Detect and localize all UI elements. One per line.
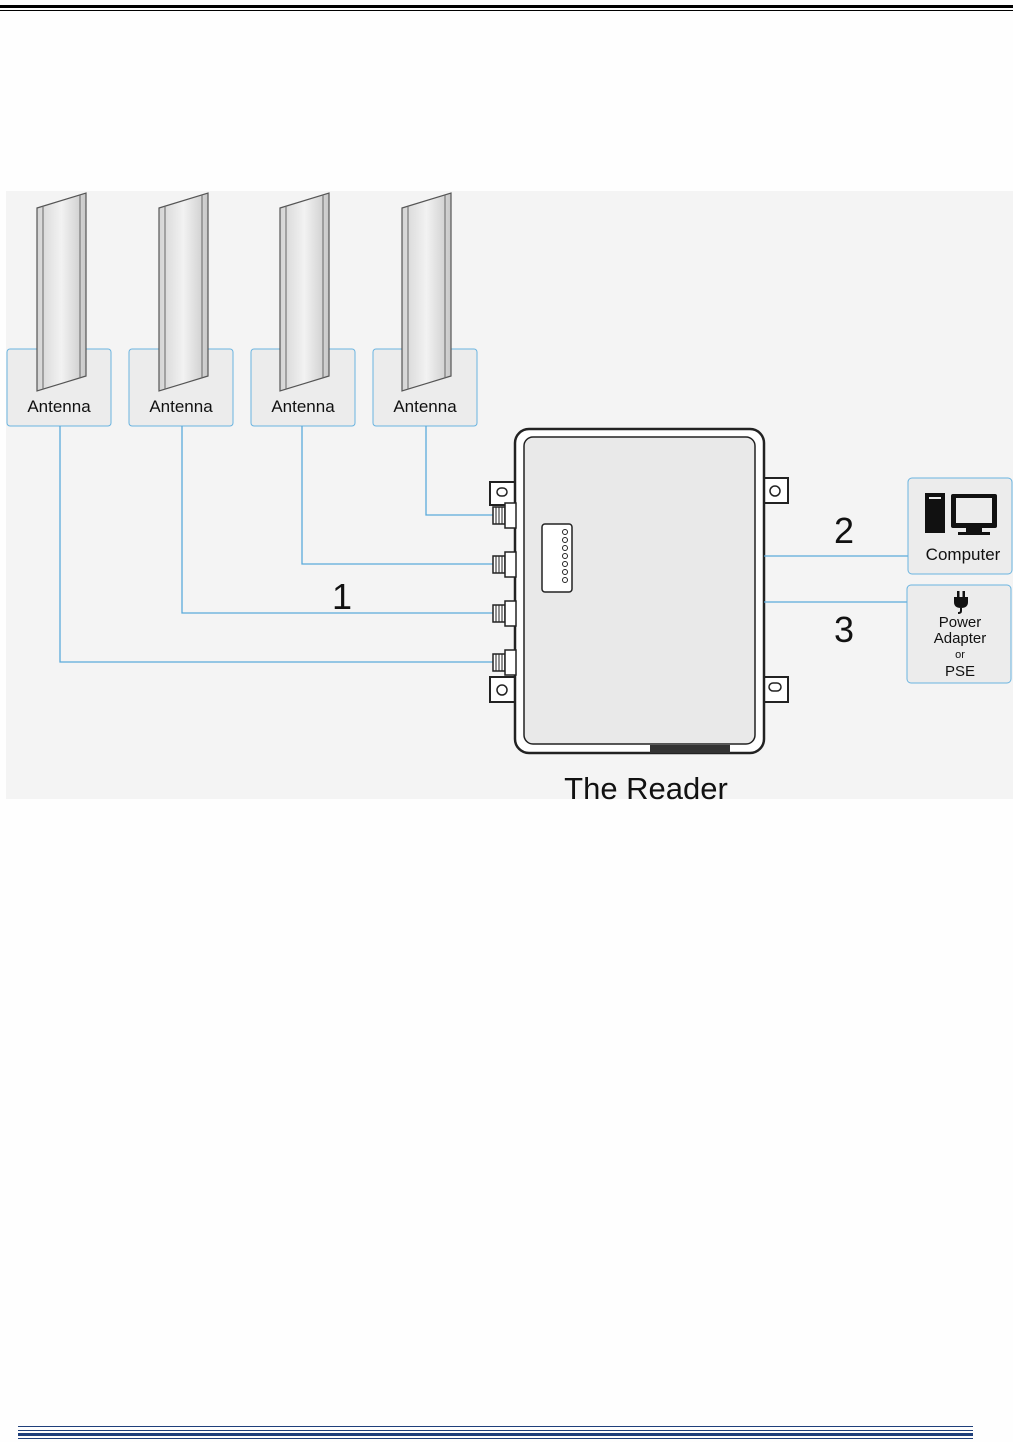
connection-label-2: 2 bbox=[834, 510, 854, 551]
power-label-line-4: PSE bbox=[945, 663, 975, 680]
antenna-label: Antenna bbox=[27, 397, 91, 416]
footer-rules bbox=[18, 1426, 973, 1440]
antenna-label: Antenna bbox=[393, 397, 457, 416]
reader-connection-diagram: Antenna Antenna Antenna Antenna bbox=[0, 190, 1013, 800]
antenna-port bbox=[493, 601, 516, 626]
header-rule-thin bbox=[0, 10, 1013, 11]
computer-label: Computer bbox=[926, 545, 1001, 564]
led-indicator-panel bbox=[542, 524, 572, 592]
connection-label-1: 1 bbox=[332, 576, 352, 617]
header-rule-thick bbox=[0, 5, 1013, 8]
antenna-port bbox=[493, 650, 516, 675]
power-label-line-1: Power bbox=[939, 614, 982, 631]
antenna-icon bbox=[159, 193, 208, 391]
antenna-icon bbox=[402, 193, 451, 391]
reader-device bbox=[490, 429, 788, 753]
connection-label-3: 3 bbox=[834, 609, 854, 650]
antenna-label: Antenna bbox=[149, 397, 213, 416]
power-label-line-2: Adapter bbox=[934, 630, 987, 647]
reader-title: The Reader bbox=[564, 771, 728, 800]
antenna-icon bbox=[280, 193, 329, 391]
antenna-port bbox=[493, 503, 516, 528]
power-box: Power Adapter or PSE bbox=[907, 585, 1011, 683]
antenna-port bbox=[493, 552, 516, 577]
antenna-label: Antenna bbox=[271, 397, 335, 416]
power-label-line-3: or bbox=[955, 649, 965, 661]
reader-base-strip bbox=[650, 745, 730, 753]
computer-box: Computer bbox=[908, 478, 1012, 574]
antenna-icon bbox=[37, 193, 86, 391]
